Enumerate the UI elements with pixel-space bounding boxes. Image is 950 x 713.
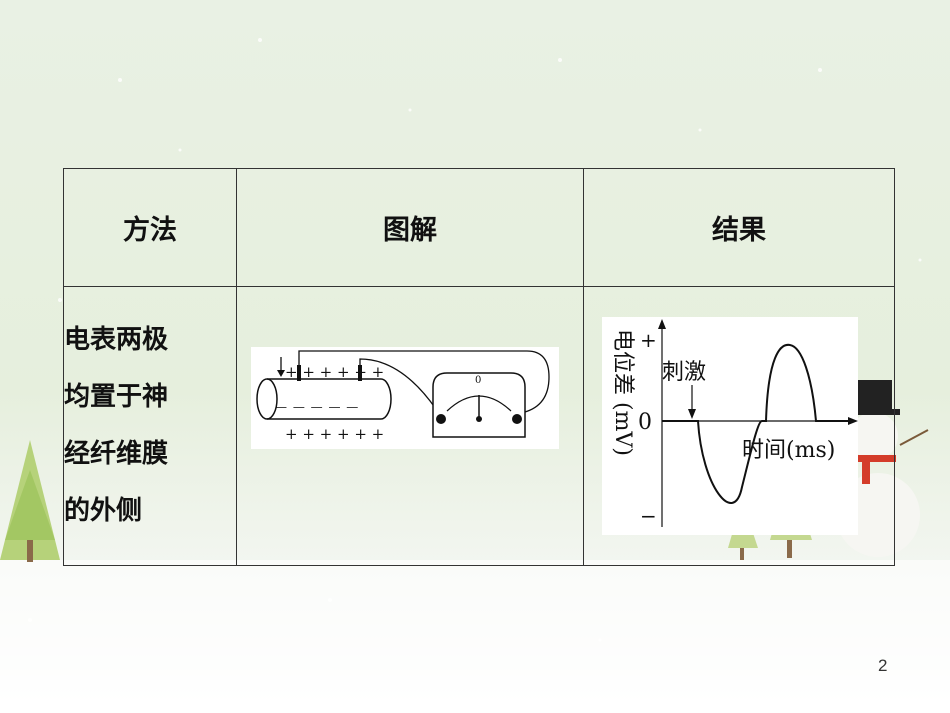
stimulus-marker-arrow-icon <box>688 385 696 419</box>
lower-charges: + + + + + + <box>285 425 384 443</box>
y-plus-label: + <box>640 328 657 352</box>
electrode-right <box>358 365 362 381</box>
meter-zero: 0 <box>475 375 481 386</box>
method-table: 方法 图解 结果 电表两极 均置于神 经纤维膜 的外侧 + + + + + + … <box>63 168 895 566</box>
wire-left <box>298 350 550 414</box>
method-description: 电表两极 均置于神 经纤维膜 的外侧 <box>63 286 237 566</box>
stimulus-arrow-icon <box>277 357 285 377</box>
inner-charges: — — — — — <box>275 400 359 414</box>
potential-graph: 电位差 (mV) + 0 − 刺激 时间(ms) <box>602 317 858 535</box>
left-tree-icon <box>0 440 60 562</box>
electrode-left <box>297 365 301 381</box>
diagram-cell: + + + + + + — — — — — + + + + + + <box>236 286 584 566</box>
result-cell: 电位差 (mV) + 0 − 刺激 时间(ms) <box>583 286 895 566</box>
potential-curve <box>662 343 852 504</box>
header-result: 结果 <box>583 168 895 287</box>
method-line: 经纤维膜 <box>64 439 169 469</box>
method-line: 的外侧 <box>64 496 143 526</box>
method-line: 均置于神 <box>64 382 169 412</box>
y-axis-label: 电位差 (mV) <box>610 329 635 456</box>
header-method: 方法 <box>63 168 237 287</box>
nerve-fiber-diagram: + + + + + + — — — — — + + + + + + <box>251 347 559 449</box>
wire-right <box>359 358 437 410</box>
nerve-fiber <box>256 378 392 420</box>
y-axis-arrow-icon <box>658 319 666 329</box>
x-axis-label: 时间(ms) <box>742 438 835 463</box>
header-diagram: 图解 <box>236 168 584 287</box>
method-line: 电表两极 <box>64 325 169 355</box>
page-number: 2 <box>878 656 888 675</box>
galvanometer-icon <box>432 372 526 438</box>
stimulus-label: 刺激 <box>662 360 706 385</box>
y-zero-label: 0 <box>638 410 652 435</box>
y-minus-label: − <box>640 504 657 528</box>
x-axis-arrow-icon <box>848 417 858 425</box>
